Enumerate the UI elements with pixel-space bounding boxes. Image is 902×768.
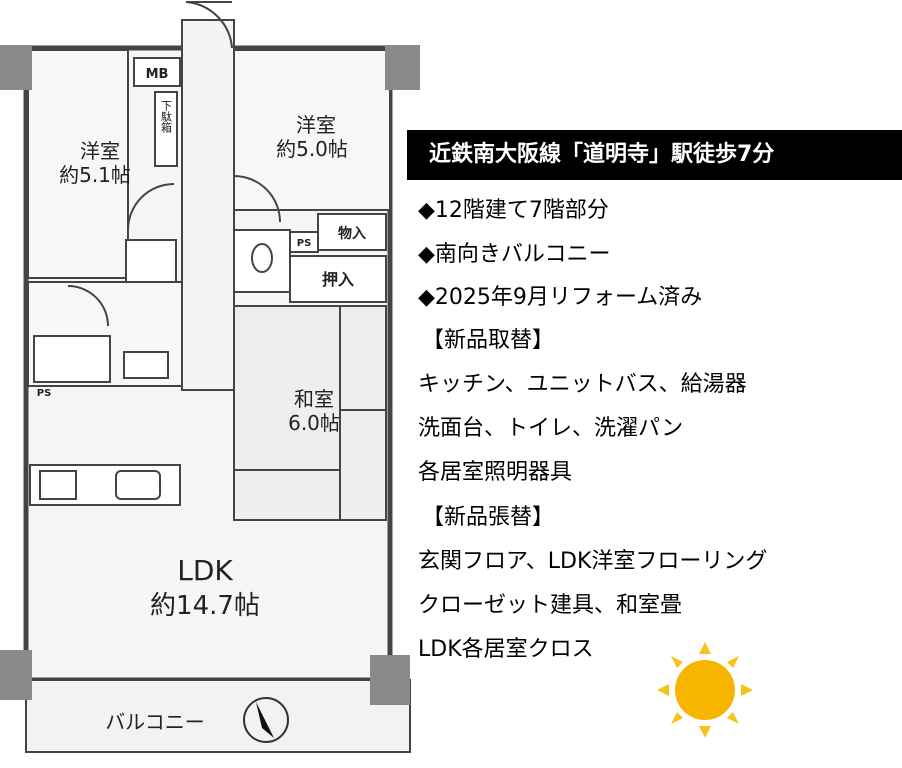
ps-lower-label: PS xyxy=(37,388,52,399)
info-line-reform-date: ◆2025年9月リフォーム済み xyxy=(418,285,703,310)
western-room-2-name: 洋室 xyxy=(296,113,336,137)
info-line-floors: ◆12階建て7階部分 xyxy=(418,198,609,223)
wash-basin xyxy=(123,351,169,379)
info-line-replaced-1: キッチン、ユニットバス、給湯器 xyxy=(418,372,747,397)
storage-box xyxy=(317,213,387,251)
closet-label: 押入 xyxy=(322,270,354,289)
closet-box xyxy=(289,255,387,303)
column xyxy=(0,45,32,90)
shoe-box-label: 下駄箱 xyxy=(160,100,173,134)
station-access-header: 近鉄南大阪線「道明寺」駅徒歩7分 xyxy=(407,130,902,180)
column xyxy=(0,650,32,700)
japanese-room-area xyxy=(233,305,387,521)
info-section-re-covered: 【新品張替】 xyxy=(422,505,555,530)
western-room-2-size: 約5.0帖 xyxy=(276,137,348,161)
info-line-replaced-2: 洗面台、トイレ、洗濯パン xyxy=(418,416,684,441)
info-line-replaced-3: 各居室照明器具 xyxy=(418,460,573,485)
compass-icon xyxy=(243,697,289,743)
corridor xyxy=(181,19,235,391)
door-arc xyxy=(127,183,175,231)
mb-label: MB xyxy=(146,67,169,82)
western-room-1-name: 洋室 xyxy=(80,139,120,163)
door-arc xyxy=(233,175,281,223)
info-line-balcony: ◆南向きバルコニー xyxy=(418,242,611,267)
sun-icon xyxy=(657,642,753,738)
storage-label: 物入 xyxy=(338,225,366,242)
balcony-area xyxy=(25,679,411,753)
balcony-label: バルコニー xyxy=(105,710,205,734)
info-line-recovered-3: LDK各居室クロス xyxy=(418,637,594,662)
info-section-replaced: 【新品取替】 xyxy=(422,328,555,353)
western-room-1-size: 約5.1帖 xyxy=(59,163,131,187)
stove xyxy=(39,470,77,500)
info-line-recovered-2: クローゼット建具、和室畳 xyxy=(418,593,683,618)
toilet-bowl xyxy=(251,243,273,273)
floor-plan: 洋室 約5.1帖 洋室 約5.0帖 MB 下駄箱 物入 PS 押入 PS 和室 … xyxy=(0,1,420,753)
door-arc xyxy=(67,285,109,327)
mb-box xyxy=(133,57,181,87)
entry-door-arc xyxy=(185,1,233,49)
ldk-name: LDK xyxy=(177,554,233,587)
washer-pan xyxy=(125,239,177,283)
western-room-1-area xyxy=(27,49,129,279)
column xyxy=(385,45,420,90)
sink xyxy=(115,470,161,500)
column xyxy=(370,655,410,705)
japanese-room-name: 和室 xyxy=(294,387,334,411)
japanese-room-size: 6.0帖 xyxy=(288,411,340,435)
ldk-size: 約14.7帖 xyxy=(150,591,260,621)
shoe-box xyxy=(154,91,178,167)
bathtub xyxy=(33,335,111,383)
toilet xyxy=(233,229,291,293)
ps-upper-label: PS xyxy=(297,238,312,249)
info-line-recovered-1: 玄関フロア、LDK洋室フローリング xyxy=(418,549,768,574)
